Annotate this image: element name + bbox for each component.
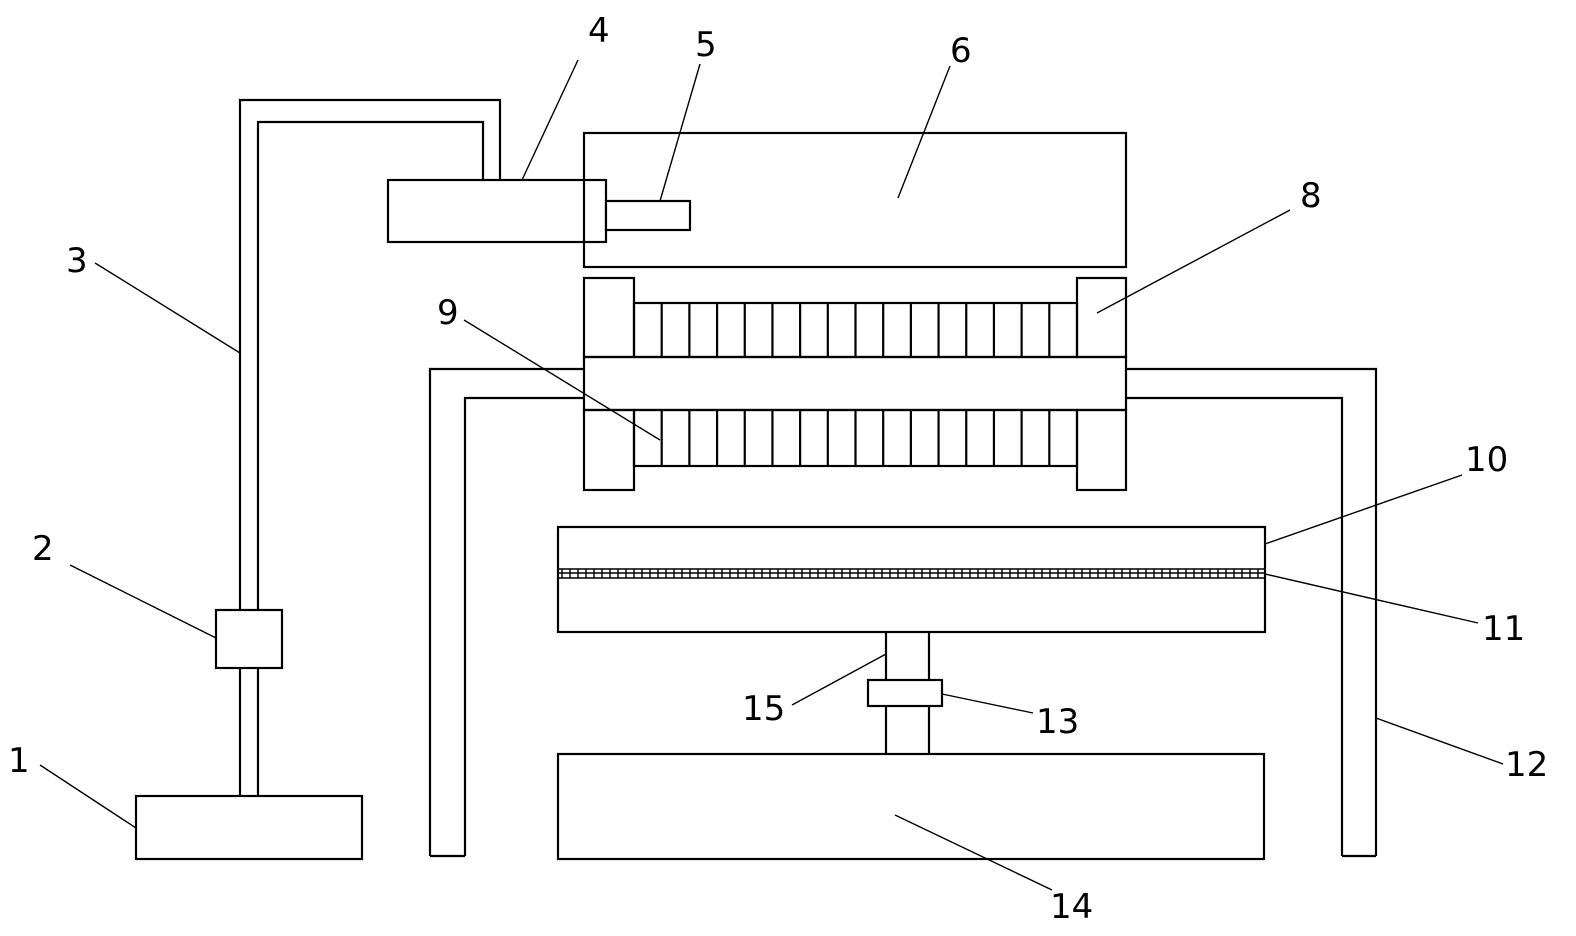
part-3-pipe-outer (238, 98, 502, 796)
label-15: 15 (742, 689, 785, 729)
part-1-base (134, 794, 364, 861)
leader-8 (1096, 209, 1291, 314)
label-2: 2 (32, 529, 54, 569)
leader-10 (1264, 474, 1463, 545)
part-8-end-block (1075, 276, 1128, 359)
leader-1 (39, 764, 137, 829)
part-12-frame-right-inner (1126, 396, 1344, 856)
leader-6 (897, 65, 951, 199)
part-12-frame-left-outer (428, 367, 584, 856)
part-11-mesh-ticks (561, 569, 1259, 578)
roller-shaft (582, 355, 1128, 412)
part-6-box (582, 131, 1128, 269)
part-9-segment-dividers-top (660, 303, 1051, 357)
label-6: 6 (950, 31, 972, 71)
label-12: 12 (1505, 745, 1548, 785)
part-9-segment-dividers-bottom (660, 410, 1051, 466)
label-3: 3 (66, 241, 88, 281)
part-8-end-block-bottom-right (1075, 408, 1128, 492)
part-2-valve (214, 608, 284, 670)
leader-4 (521, 59, 579, 181)
part-14-base (556, 752, 1266, 861)
part-12-frame-left-inner (463, 396, 584, 856)
label-9: 9 (437, 293, 459, 333)
leader-15 (791, 653, 887, 706)
leader-14 (894, 814, 1053, 891)
leader-13 (941, 693, 1034, 714)
label-4: 4 (588, 11, 610, 51)
label-5: 5 (695, 25, 717, 65)
part-8-end-block-bottom-left (582, 408, 636, 492)
label-1: 1 (8, 741, 30, 781)
label-14: 14 (1050, 887, 1093, 927)
part-3-pipe-inner (256, 120, 485, 796)
part-5-nozzle (604, 199, 692, 232)
leader-12 (1375, 717, 1504, 765)
part-4-housing (386, 178, 608, 244)
label-11: 11 (1482, 609, 1525, 649)
leader-5 (659, 63, 701, 202)
label-8: 8 (1300, 176, 1322, 216)
part-10-plate (556, 525, 1267, 634)
leader-11 (1264, 573, 1479, 624)
leader-2 (69, 564, 217, 639)
leader-3 (94, 262, 241, 354)
label-13: 13 (1036, 702, 1079, 742)
part-13-collar (866, 678, 944, 708)
label-10: 10 (1465, 440, 1508, 480)
part-8-end-block-top-left (582, 276, 636, 359)
part-12-frame-right-outer (1126, 367, 1378, 856)
leader-9 (463, 319, 661, 441)
